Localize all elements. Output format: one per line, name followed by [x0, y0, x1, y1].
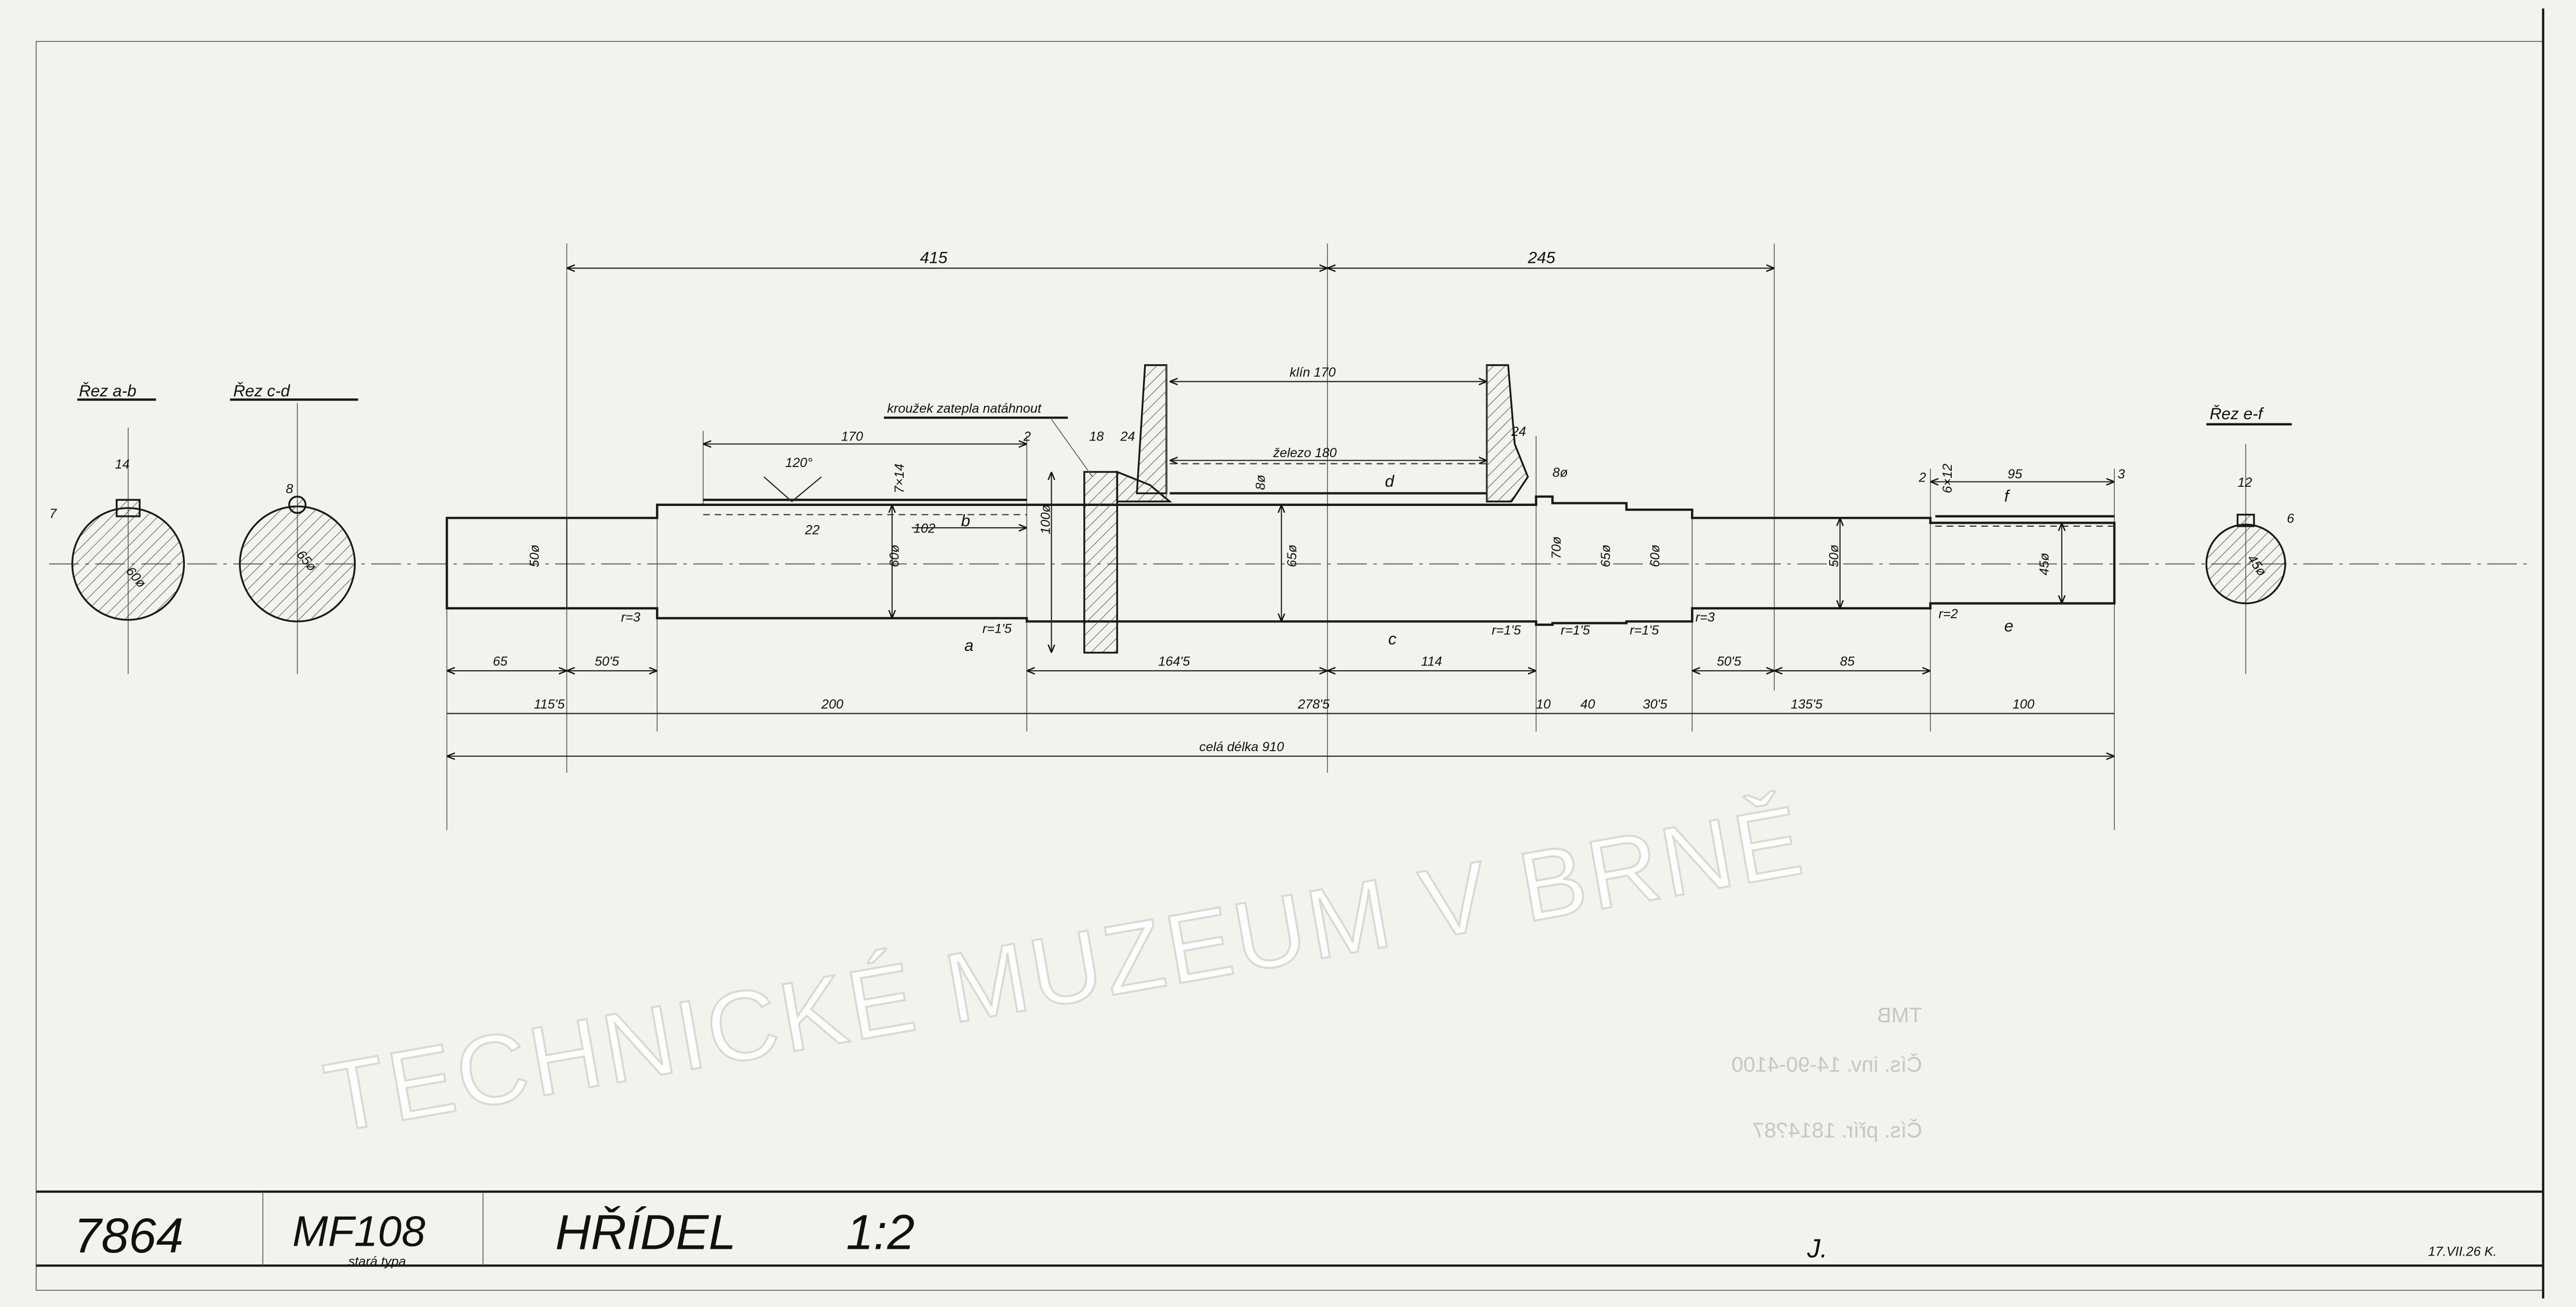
- section-ab-label: Řez a-b: [79, 381, 137, 400]
- dim-115-5: 115'5: [534, 697, 565, 712]
- type-note: stará typa: [348, 1254, 406, 1269]
- dim-102: 102: [914, 522, 935, 536]
- construction-lines: [49, 243, 2530, 831]
- dim-22: 22: [804, 523, 820, 538]
- ring-note: kroužek zatepla natáhnout: [887, 402, 1042, 416]
- diameter-8b: 8ø: [1254, 475, 1268, 490]
- drawing-frame: [35, 8, 2544, 1299]
- radius-r3a: r=3: [621, 610, 640, 624]
- date-signed: 17.VII.26 K.: [2428, 1244, 2497, 1259]
- diameter-45: 45ø: [2037, 553, 2052, 576]
- type-code: MF108: [292, 1208, 425, 1255]
- dim-114: 114: [1421, 655, 1442, 669]
- section-ef-key-depth: 6: [2287, 512, 2295, 526]
- shrink-ring: [1083, 471, 1118, 654]
- cut-d: d: [1385, 472, 1395, 490]
- stamp-line-3: Čís. přír. 1814?87: [1752, 1118, 1922, 1142]
- keyway-ef: 6×12: [1940, 464, 1955, 494]
- hub-left: [1136, 364, 1168, 495]
- section-cd-pin: 8: [286, 482, 293, 497]
- dim-170: 170: [841, 429, 863, 444]
- dim-65: 65: [493, 655, 508, 669]
- dim-95: 95: [2008, 467, 2023, 482]
- dim-30-5: 30'5: [1643, 697, 1668, 712]
- drawing-scale: 1:2: [846, 1205, 915, 1260]
- title-block: 7864 MF108 stará typa HŘÍDEL 1:2 J. 17.V…: [74, 1205, 2497, 1269]
- cut-c: c: [1388, 630, 1397, 648]
- dim-2b: 2: [1918, 470, 1926, 485]
- museum-watermark: TECHNICKÉ MUZEUM V BRNĚ: [317, 785, 1813, 1154]
- radius-r15b: r=1'5: [1492, 623, 1521, 638]
- cut-f: f: [2004, 486, 2010, 505]
- cut-a: a: [964, 636, 974, 655]
- inventory-stamp: TMB Čís. inv. 14-90-4100 Čís. přír. 1814…: [1732, 1003, 1922, 1142]
- dim-50-5b: 50'5: [1717, 655, 1742, 669]
- dim-415: 415: [920, 248, 947, 267]
- dim-40: 40: [1580, 697, 1595, 712]
- dim-8: 8ø: [1552, 465, 1568, 480]
- dim-85: 85: [1840, 655, 1855, 669]
- section-c-d: Řez c-d 8 65ø: [230, 381, 358, 623]
- dim-50-5a: 50'5: [595, 655, 620, 669]
- dim-100: 100: [2013, 697, 2034, 712]
- dim-200: 200: [821, 697, 843, 712]
- dim-135-5: 135'5: [1791, 697, 1823, 712]
- signature: J.: [1807, 1234, 1828, 1263]
- diameter-50b: 50ø: [1827, 544, 1842, 567]
- diameter-100: 100ø: [1038, 504, 1053, 535]
- diameter-65b: 65ø: [1599, 544, 1613, 567]
- dim-10: 10: [1536, 697, 1551, 712]
- dimension-texts: 415 245 klín 170 železo 180 kroužek zate…: [493, 248, 2125, 754]
- diameter-50a: 50ø: [528, 544, 542, 567]
- stamp-line-2: Čís. inv. 14-90-4100: [1732, 1052, 1922, 1076]
- dimension-lines: [447, 268, 2115, 756]
- keyway-ab: 7×14: [892, 464, 907, 494]
- diameter-60: 60ø: [887, 544, 902, 567]
- drawing-title: HŘÍDEL: [555, 1205, 736, 1260]
- cut-b: b: [961, 511, 971, 530]
- section-ef-label: Řez e-f: [2210, 404, 2264, 423]
- cut-e: e: [2004, 616, 2014, 635]
- dim-24b: 24: [1511, 424, 1526, 439]
- total-length: celá délka 910: [1199, 740, 1284, 754]
- section-a-b: Řez a-b 14 7 60ø: [49, 381, 185, 621]
- dim-245: 245: [1527, 248, 1555, 267]
- angle-label: 120°: [785, 456, 812, 470]
- dim-164-5: 164'5: [1158, 655, 1190, 669]
- section-ab-key-depth: 7: [49, 506, 57, 521]
- dim-24a: 24: [1120, 429, 1135, 444]
- radius-r15a: r=1'5: [983, 621, 1012, 636]
- section-ef-key-width: 12: [2237, 475, 2252, 490]
- section-e-f: Řez e-f 12 6 45ø: [2205, 404, 2295, 605]
- wedge-label: klín 170: [1290, 365, 1336, 380]
- iron-label: železo 180: [1273, 446, 1337, 460]
- radius-r2: r=2: [1939, 607, 1958, 621]
- diameter-65a: 65ø: [1285, 544, 1299, 567]
- stamp-line-1: TMB: [1877, 1003, 1922, 1027]
- radius-r15c: r=1'5: [1561, 623, 1590, 638]
- section-ab-key-width: 14: [115, 457, 129, 472]
- diameter-70: 70ø: [1549, 537, 1564, 559]
- dim-3: 3: [2117, 467, 2125, 482]
- dim-18: 18: [1089, 429, 1104, 444]
- section-cd-label: Řez c-d: [233, 381, 290, 400]
- drawing-number: 7864: [74, 1208, 183, 1263]
- dim-2a: 2: [1023, 429, 1031, 444]
- dim-278-5: 278'5: [1297, 697, 1330, 712]
- shaft-elevation: [446, 364, 2116, 654]
- radius-r3b: r=3: [1695, 610, 1714, 624]
- radius-r15d: r=1'5: [1630, 623, 1659, 638]
- diameter-60b: 60ø: [1648, 544, 1662, 567]
